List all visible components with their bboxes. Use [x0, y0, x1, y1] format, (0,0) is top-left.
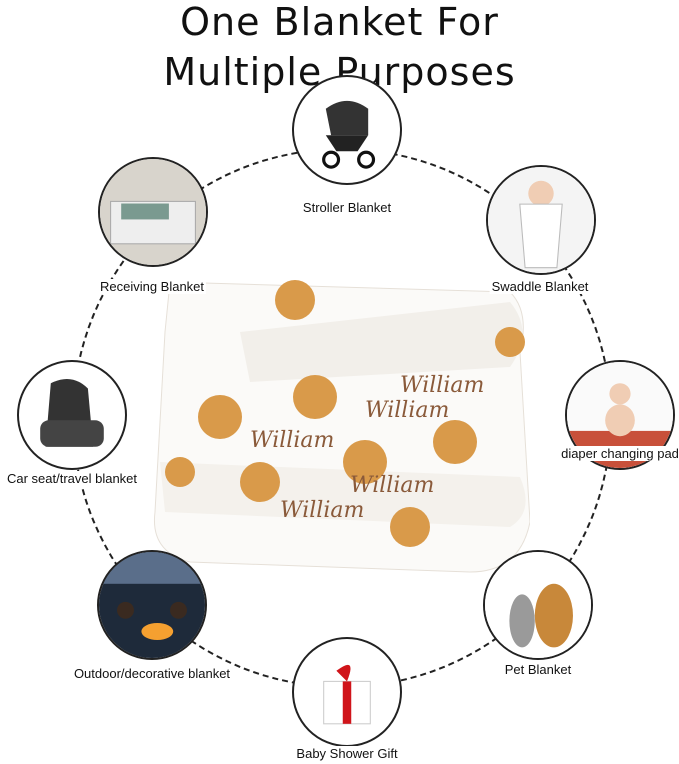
- use-label: Car seat/travel blanket: [4, 471, 140, 486]
- name-print: William: [350, 473, 434, 498]
- use-label: Pet Blanket: [502, 662, 574, 677]
- car-seat-icon: [17, 360, 127, 470]
- use-label: Swaddle Blanket: [489, 279, 591, 294]
- stroller-icon: [292, 75, 402, 185]
- title-line-1: One Blanket For: [180, 0, 499, 44]
- name-print: William: [365, 398, 449, 423]
- crib-icon: [98, 157, 208, 267]
- gift-box-icon: [292, 637, 402, 747]
- use-label: Baby Shower Gift: [294, 746, 400, 761]
- name-print: William: [400, 373, 484, 398]
- use-label: Receiving Blanket: [97, 279, 207, 294]
- use-label: Stroller Blanket: [300, 200, 394, 215]
- name-print: William: [250, 428, 334, 453]
- swaddled-baby-icon: [486, 165, 596, 275]
- use-label: diaper changing pad: [559, 446, 679, 461]
- cat-dog-icon: [483, 550, 593, 660]
- use-label: Outdoor/decorative blanket: [71, 666, 233, 681]
- campfire-icon: [97, 550, 207, 660]
- folded-bear-blanket-image: William William William William William: [153, 280, 530, 573]
- name-print: William: [280, 498, 364, 523]
